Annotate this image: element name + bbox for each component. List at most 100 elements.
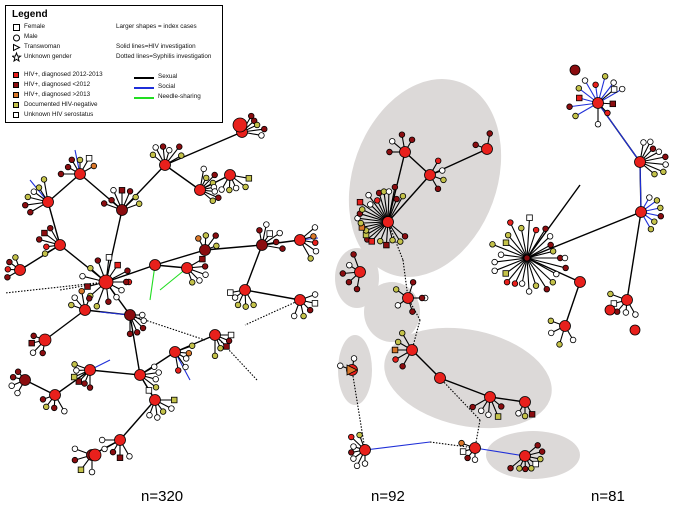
network-node [350,251,357,258]
network-node [337,362,344,369]
network-node [532,460,539,468]
network-node [354,266,366,278]
network-node [572,112,579,120]
network-node [556,341,563,348]
network-node [201,263,209,270]
network-node [223,343,230,350]
network-node [211,188,218,195]
network-node [39,396,47,403]
legend-title: Legend [12,9,48,20]
network-node [649,145,657,152]
network-node [418,294,426,302]
swatch-hiv-2012-2013 [13,72,19,78]
network-node [101,445,108,453]
network-node [139,311,146,319]
network-node [574,276,586,288]
network-edge [119,399,156,441]
network-node [116,454,124,461]
network-node [4,274,11,281]
network-node [502,239,510,246]
network-node [350,355,358,362]
network-node [41,250,49,257]
network-node [399,146,411,158]
network-node [35,184,43,191]
network-node [159,159,171,171]
network-node [399,329,406,337]
network-node [458,439,465,447]
network-node [194,184,206,196]
cluster-highlight [486,431,580,479]
network-node [581,77,589,84]
network-node [394,302,402,309]
network-node [113,293,120,301]
network-edge [439,377,481,421]
network-node [166,147,173,154]
network-node [175,367,182,374]
network-edge [244,289,301,301]
network-node [549,248,557,255]
network-node [346,261,353,269]
network-node [498,403,505,410]
swatch-hiv-after-2013 [13,92,19,98]
network-node [604,109,611,117]
network-edge [526,229,537,259]
network-edge [105,209,123,283]
network-node [42,196,54,208]
network-node [8,382,15,389]
network-node [346,364,358,376]
network-node [22,201,29,209]
network-node [43,243,50,250]
network-node [660,168,667,176]
network-node [250,301,257,309]
network-node [621,294,633,306]
network-node [532,226,540,234]
network-node [12,254,19,261]
network-node [152,144,159,151]
network-edge [526,217,531,259]
network-node [339,270,347,277]
network-node [38,333,52,347]
network-node [232,117,248,133]
network-node [39,349,46,357]
network-node [100,200,108,207]
network-node [522,465,529,473]
network-node [28,339,35,347]
network-node [149,151,157,159]
network-edge [47,201,61,246]
network-node [546,233,554,240]
network-node [528,465,535,472]
network-node [227,331,235,339]
network-node [350,443,357,450]
network-node [519,396,531,408]
network-node [592,81,599,88]
network-node [114,434,126,446]
network-1-count: n=320 [141,488,184,505]
network-node [188,342,196,349]
network-node [310,233,317,240]
network-node [306,306,314,314]
legend-note-index-cases: Larger shapes = index cases [116,23,197,30]
network-edge [526,228,547,259]
legend-status-unknown: Unknown HIV serostatus [24,111,94,118]
network-node [518,224,525,232]
network-node [528,411,536,418]
network-node [215,194,222,201]
network-node [114,261,121,269]
network-node [424,169,436,181]
network-node [409,308,416,315]
network-node [311,224,319,231]
network-node [159,408,167,415]
network-node [139,324,147,332]
network-node [592,97,604,109]
network-node [126,453,133,460]
triangle-icon [13,43,21,52]
network-node [133,329,141,336]
network-node [553,270,560,278]
cluster-highlight [335,248,379,308]
network-node [604,304,616,316]
network-node [399,363,406,370]
network-node [85,155,93,162]
network-node [357,219,365,227]
network-node [199,255,206,263]
network-node [74,168,86,180]
